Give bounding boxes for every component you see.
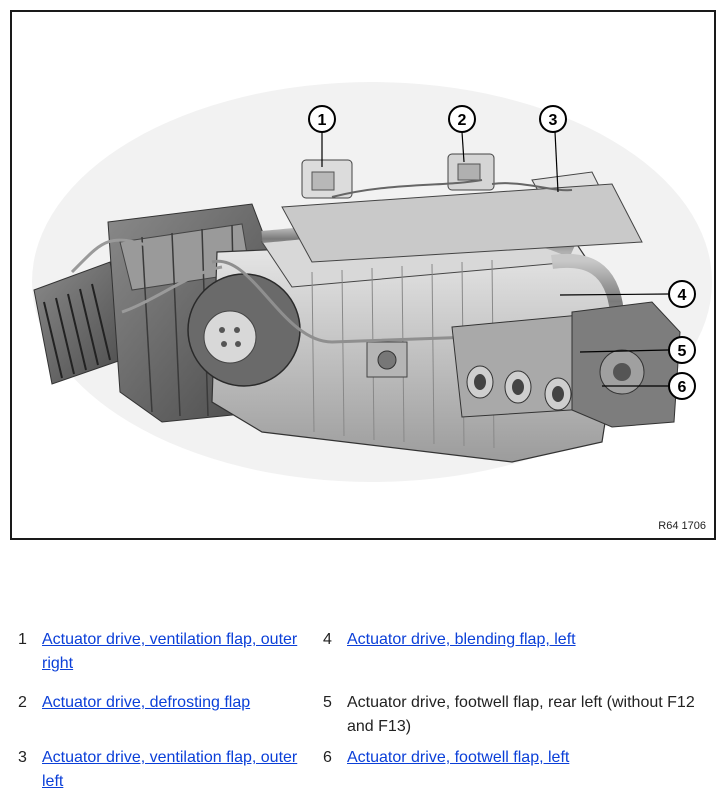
legend-number: 5 (323, 694, 332, 711)
legend-link-ventilation-outer-right[interactable]: Actuator drive, ventilation flap, outer … (42, 631, 298, 672)
legend-item-5: 5 Actuator drive, footwell flap, rear le… (323, 691, 718, 739)
top-cover (281, 179, 643, 263)
legend-item-3: 3 Actuator drive, ventilation flap, oute… (18, 746, 308, 794)
callout-3: 3 (539, 105, 567, 133)
hvac-unit-illustration: 1 2 3 4 5 6 (32, 82, 712, 482)
fan-disc (187, 273, 301, 387)
callout-2: 2 (448, 105, 476, 133)
legend-number: 3 (18, 749, 27, 766)
legend-item-6: 6 Actuator drive, footwell flap, left (323, 746, 718, 770)
svg-text:4: 4 (678, 287, 687, 304)
legend-number: 1 (18, 631, 27, 648)
svg-text:1: 1 (318, 112, 327, 129)
air-inlet-grille (33, 261, 131, 385)
legend-link-footwell-left[interactable]: Actuator drive, footwell flap, left (347, 749, 570, 766)
callout-4: 4 (668, 280, 696, 308)
figure-reference-code: R64 1706 (658, 520, 706, 532)
callout-6: 6 (668, 372, 696, 400)
legend-number: 4 (323, 631, 332, 648)
legend-item-2: 2 Actuator drive, defrosting flap (18, 691, 308, 715)
legend-text-footwell-rear-left: Actuator drive, footwell flap, rear left… (347, 694, 695, 735)
figure-frame: 1 2 3 4 5 6 R64 1706 (10, 10, 716, 540)
legend-link-blending-left[interactable]: Actuator drive, blending flap, left (347, 631, 576, 648)
actuator-2-shape (447, 153, 495, 191)
legend-number: 2 (18, 694, 27, 711)
svg-text:5: 5 (678, 343, 687, 360)
svg-text:3: 3 (549, 112, 558, 129)
legend-item-4: 4 Actuator drive, blending flap, left (323, 628, 718, 652)
callout-5: 5 (668, 336, 696, 364)
actuator-1-shape (301, 159, 353, 199)
legend-link-defrosting[interactable]: Actuator drive, defrosting flap (42, 694, 251, 711)
callout-leaders (321, 131, 669, 387)
svg-text:2: 2 (458, 112, 467, 129)
right-end-assembly (571, 301, 681, 428)
legend-number: 6 (323, 749, 332, 766)
callout-1: 1 (308, 105, 336, 133)
legend-link-ventilation-outer-left[interactable]: Actuator drive, ventilation flap, outer … (42, 749, 298, 790)
svg-text:6: 6 (678, 379, 687, 396)
legend-item-1: 1 Actuator drive, ventilation flap, oute… (18, 628, 308, 676)
